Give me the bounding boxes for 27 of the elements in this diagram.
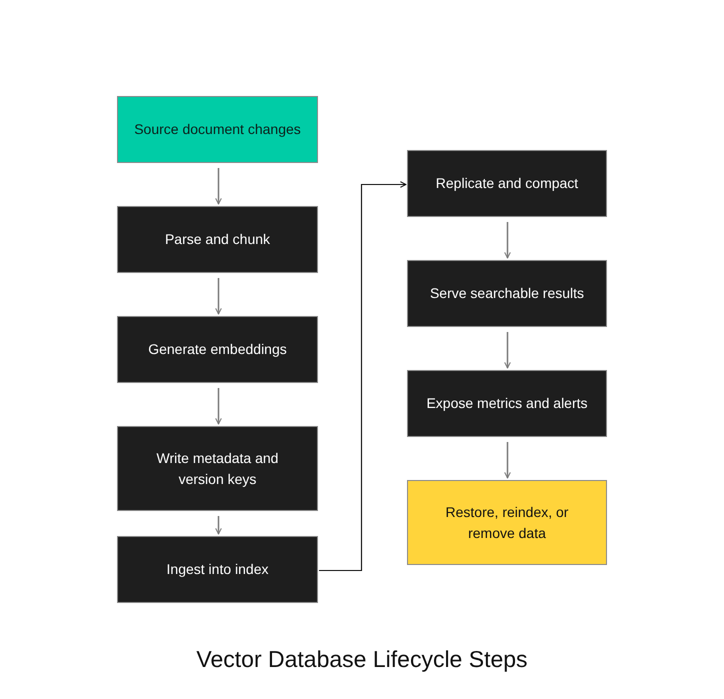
step-label: Restore, reindex, or remove data: [444, 502, 570, 542]
arrow: [215, 278, 222, 314]
diagram-title: Vector Database Lifecycle Steps: [196, 646, 528, 673]
arrow: [215, 388, 222, 424]
arrow: [215, 516, 222, 534]
step-label: Replicate and compact: [436, 174, 578, 193]
arrow: [504, 332, 511, 368]
step-label: Source document changes: [134, 120, 301, 139]
arrow: [215, 168, 222, 204]
step-label: Write metadata and version keys: [156, 448, 280, 489]
step-label: Serve searchable results: [430, 284, 584, 303]
step-label: Expose metrics and alerts: [426, 394, 588, 413]
process-box: [117, 316, 318, 383]
start-box: [117, 96, 318, 163]
process-box: [117, 536, 318, 603]
step-label: Parse and chunk: [164, 230, 270, 249]
process-box: [407, 260, 607, 327]
end-box: [407, 480, 607, 565]
step-label: Ingest into index: [166, 560, 268, 579]
arrow: [504, 442, 511, 478]
arrow: [504, 222, 511, 258]
process-box: [117, 206, 318, 273]
process-box: [407, 370, 607, 437]
process-box: [117, 426, 318, 511]
step-label: Generate embeddings: [148, 340, 287, 359]
process-box: [407, 150, 607, 217]
arrow: [319, 181, 406, 572]
